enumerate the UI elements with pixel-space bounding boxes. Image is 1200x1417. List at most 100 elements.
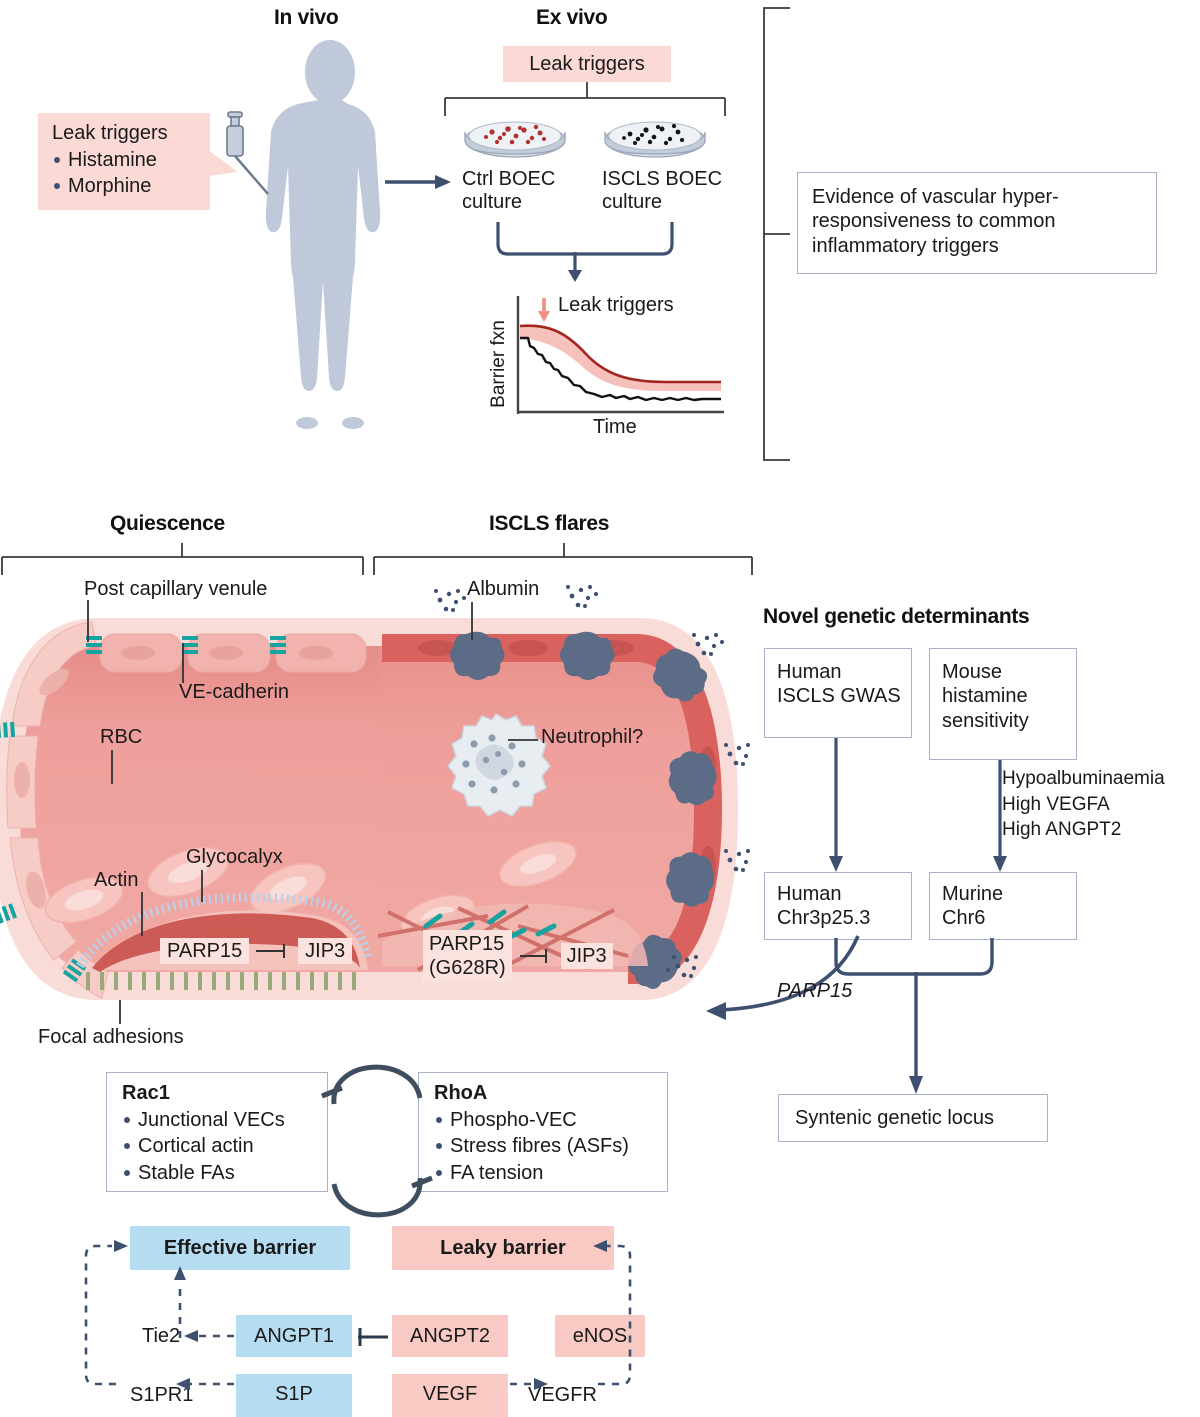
conclusion-text: Evidence of vascular hyper-responsivenes…: [812, 186, 1059, 257]
jip3-label: JIP3: [560, 942, 613, 969]
label-focal-adhesions: Focal adhesions: [38, 1026, 184, 1048]
label-glycocalyx: Glycocalyx: [186, 846, 283, 868]
leaky-barrier-box: Leaky barrier: [392, 1226, 614, 1270]
callout-pointer: [208, 150, 238, 176]
graph-annotation: Leak triggers: [558, 294, 674, 316]
effective-barrier-label: Effective barrier: [163, 1237, 317, 1259]
human-gwas-text: Human ISCLS GWAS: [777, 661, 901, 708]
petri-dish-iscls: [604, 121, 706, 158]
enos-label: eNOS: [572, 1325, 628, 1347]
vegf-label: VEGF: [422, 1383, 478, 1405]
graph-plot: [516, 296, 724, 414]
graph-ylabel: Barrier fxn: [488, 320, 509, 408]
ex-vivo-title: Ex vivo: [536, 6, 608, 29]
syringe-icon: [226, 111, 269, 195]
vegfr-label: VEGFR: [528, 1384, 597, 1406]
parp15-gene-label: PARP15: [777, 980, 853, 1002]
label-actin: Actin: [94, 869, 139, 891]
human-chr-text: Human Chr3p25.3: [777, 883, 871, 930]
petri-dish-ctrl: [464, 121, 566, 158]
dish-label-ctrl: Ctrl BOEC culture: [462, 168, 556, 213]
mouse-histamine-box: Mouse histamine sensitivity: [929, 648, 1077, 760]
leader-venule: [87, 600, 89, 642]
rhoa-title: RhoA: [434, 1082, 488, 1104]
arrow-merge-to-syntenic: [834, 938, 994, 1094]
exvivo-leak-triggers-label: Leak triggers: [529, 53, 645, 75]
quiescence-bracket: [1, 543, 364, 575]
rhoa-item: FA tension: [434, 1160, 667, 1186]
label-ve-cadherin: VE-cadherin: [179, 681, 290, 703]
phenotype-item: Hypoalbuminaemia: [1002, 768, 1165, 789]
human-chr-box: Human Chr3p25.3: [764, 872, 912, 940]
leak-triggers-callout: Leak triggers Histamine Morphine: [38, 113, 210, 210]
dish-label-iscls: ISCLS BOEC culture: [602, 168, 723, 213]
human-figure-illustration: [265, 40, 381, 429]
in-vivo-title: In vivo: [274, 6, 339, 29]
murine-chr-box: Murine Chr6: [929, 872, 1077, 940]
leader-focal-adhesions: [119, 1000, 121, 1024]
vegf-box: VEGF: [392, 1374, 508, 1417]
quiescence-title: Quiescence: [110, 512, 225, 535]
angpt1-label: ANGPT1: [253, 1325, 335, 1347]
leaky-barrier-label: Leaky barrier: [440, 1237, 566, 1259]
angpt1-inhibits-angpt2-icon: [358, 1328, 388, 1346]
syntenic-locus-box: Syntenic genetic locus: [778, 1094, 1048, 1142]
graph-xlabel: Time: [593, 416, 637, 438]
barrier-dashed-connectors: [84, 1240, 632, 1390]
iscls-venule-illustration: [377, 585, 750, 1000]
s1p-box: S1P: [236, 1374, 352, 1417]
rac1-item: Stable FAs: [122, 1160, 327, 1186]
iscls-flares-title: ISCLS flares: [489, 512, 610, 535]
leak-trigger-arrow-icon: [538, 298, 550, 322]
conclusion-box: Evidence of vascular hyper-responsivenes…: [797, 172, 1157, 274]
leader-neutrophil: [508, 739, 538, 741]
inhibition-connector-icon: [520, 949, 548, 964]
leader-rbc: [111, 750, 113, 784]
dish-bracket: [444, 82, 726, 116]
s1p-label: S1P: [275, 1383, 313, 1405]
phenotype-item: High VEGFA: [1002, 793, 1110, 815]
merge-arrow-to-graph: [496, 222, 674, 282]
genetics-title: Novel genetic determinants: [763, 605, 1030, 628]
label-rbc: RBC: [100, 726, 143, 748]
s1pr1-label: S1PR1: [130, 1384, 194, 1406]
rhoa-item: Phospho-VEC: [434, 1107, 667, 1133]
parp15-mutant-label: PARP15 (G628R): [423, 930, 512, 983]
quiescent-venule-illustration: [0, 618, 380, 1000]
arrow-parp15-to-vessel: [706, 935, 860, 1020]
rhoa-item: Stress fibres (ASFs): [434, 1133, 667, 1159]
rac1-item: Cortical actin: [122, 1133, 327, 1159]
parp15-jip3-right: PARP15 (G628R) JIP3: [423, 930, 613, 983]
inhibition-connector-icon: [255, 944, 285, 958]
arrow-mouse-to-chr: [993, 760, 1007, 872]
syntenic-locus-text: Syntenic genetic locus: [795, 1107, 995, 1129]
angpt2-label: ANGPT2: [409, 1325, 491, 1347]
leader-albumin: [471, 602, 473, 640]
conclusion-bracket: [763, 7, 790, 461]
arrow-invivo-to-exvivo: [385, 175, 451, 189]
leader-actin: [141, 892, 143, 936]
angpt2-box: ANGPT2: [392, 1315, 508, 1357]
arrow-gwas-to-chr: [829, 738, 843, 872]
human-gwas-box: Human ISCLS GWAS: [764, 648, 912, 738]
rhoa-box: RhoA Phospho-VEC Stress fibres (ASFs) FA…: [418, 1072, 668, 1192]
parp15-jip3-left: PARP15 JIP3: [160, 938, 353, 964]
label-post-capillary-venule: Post capillary venule: [84, 578, 268, 600]
leader-glycocalyx: [201, 870, 203, 902]
callout-item: Morphine: [52, 173, 210, 199]
phenotype-list: Hypoalbuminaemia High VEGFA High ANGPT2: [1002, 766, 1165, 843]
mutual-inhibition-loop: [321, 1064, 433, 1218]
parp15-label: PARP15: [160, 938, 250, 964]
tie2-label: Tie2: [142, 1325, 181, 1347]
jip3-label: JIP3: [298, 938, 353, 964]
leader-ve-cadherin: [182, 643, 184, 683]
rac1-item: Junctional VECs: [122, 1107, 327, 1133]
mouse-histamine-text: Mouse histamine sensitivity: [942, 661, 1029, 732]
label-albumin: Albumin: [467, 578, 540, 600]
murine-chr-text: Murine Chr6: [942, 883, 1004, 930]
iscls-bracket: [373, 543, 753, 575]
angpt1-box: ANGPT1: [236, 1315, 352, 1357]
rac1-title: Rac1: [122, 1082, 170, 1104]
callout-item: Histamine: [52, 147, 210, 173]
phenotype-item: High ANGPT2: [1002, 819, 1122, 841]
